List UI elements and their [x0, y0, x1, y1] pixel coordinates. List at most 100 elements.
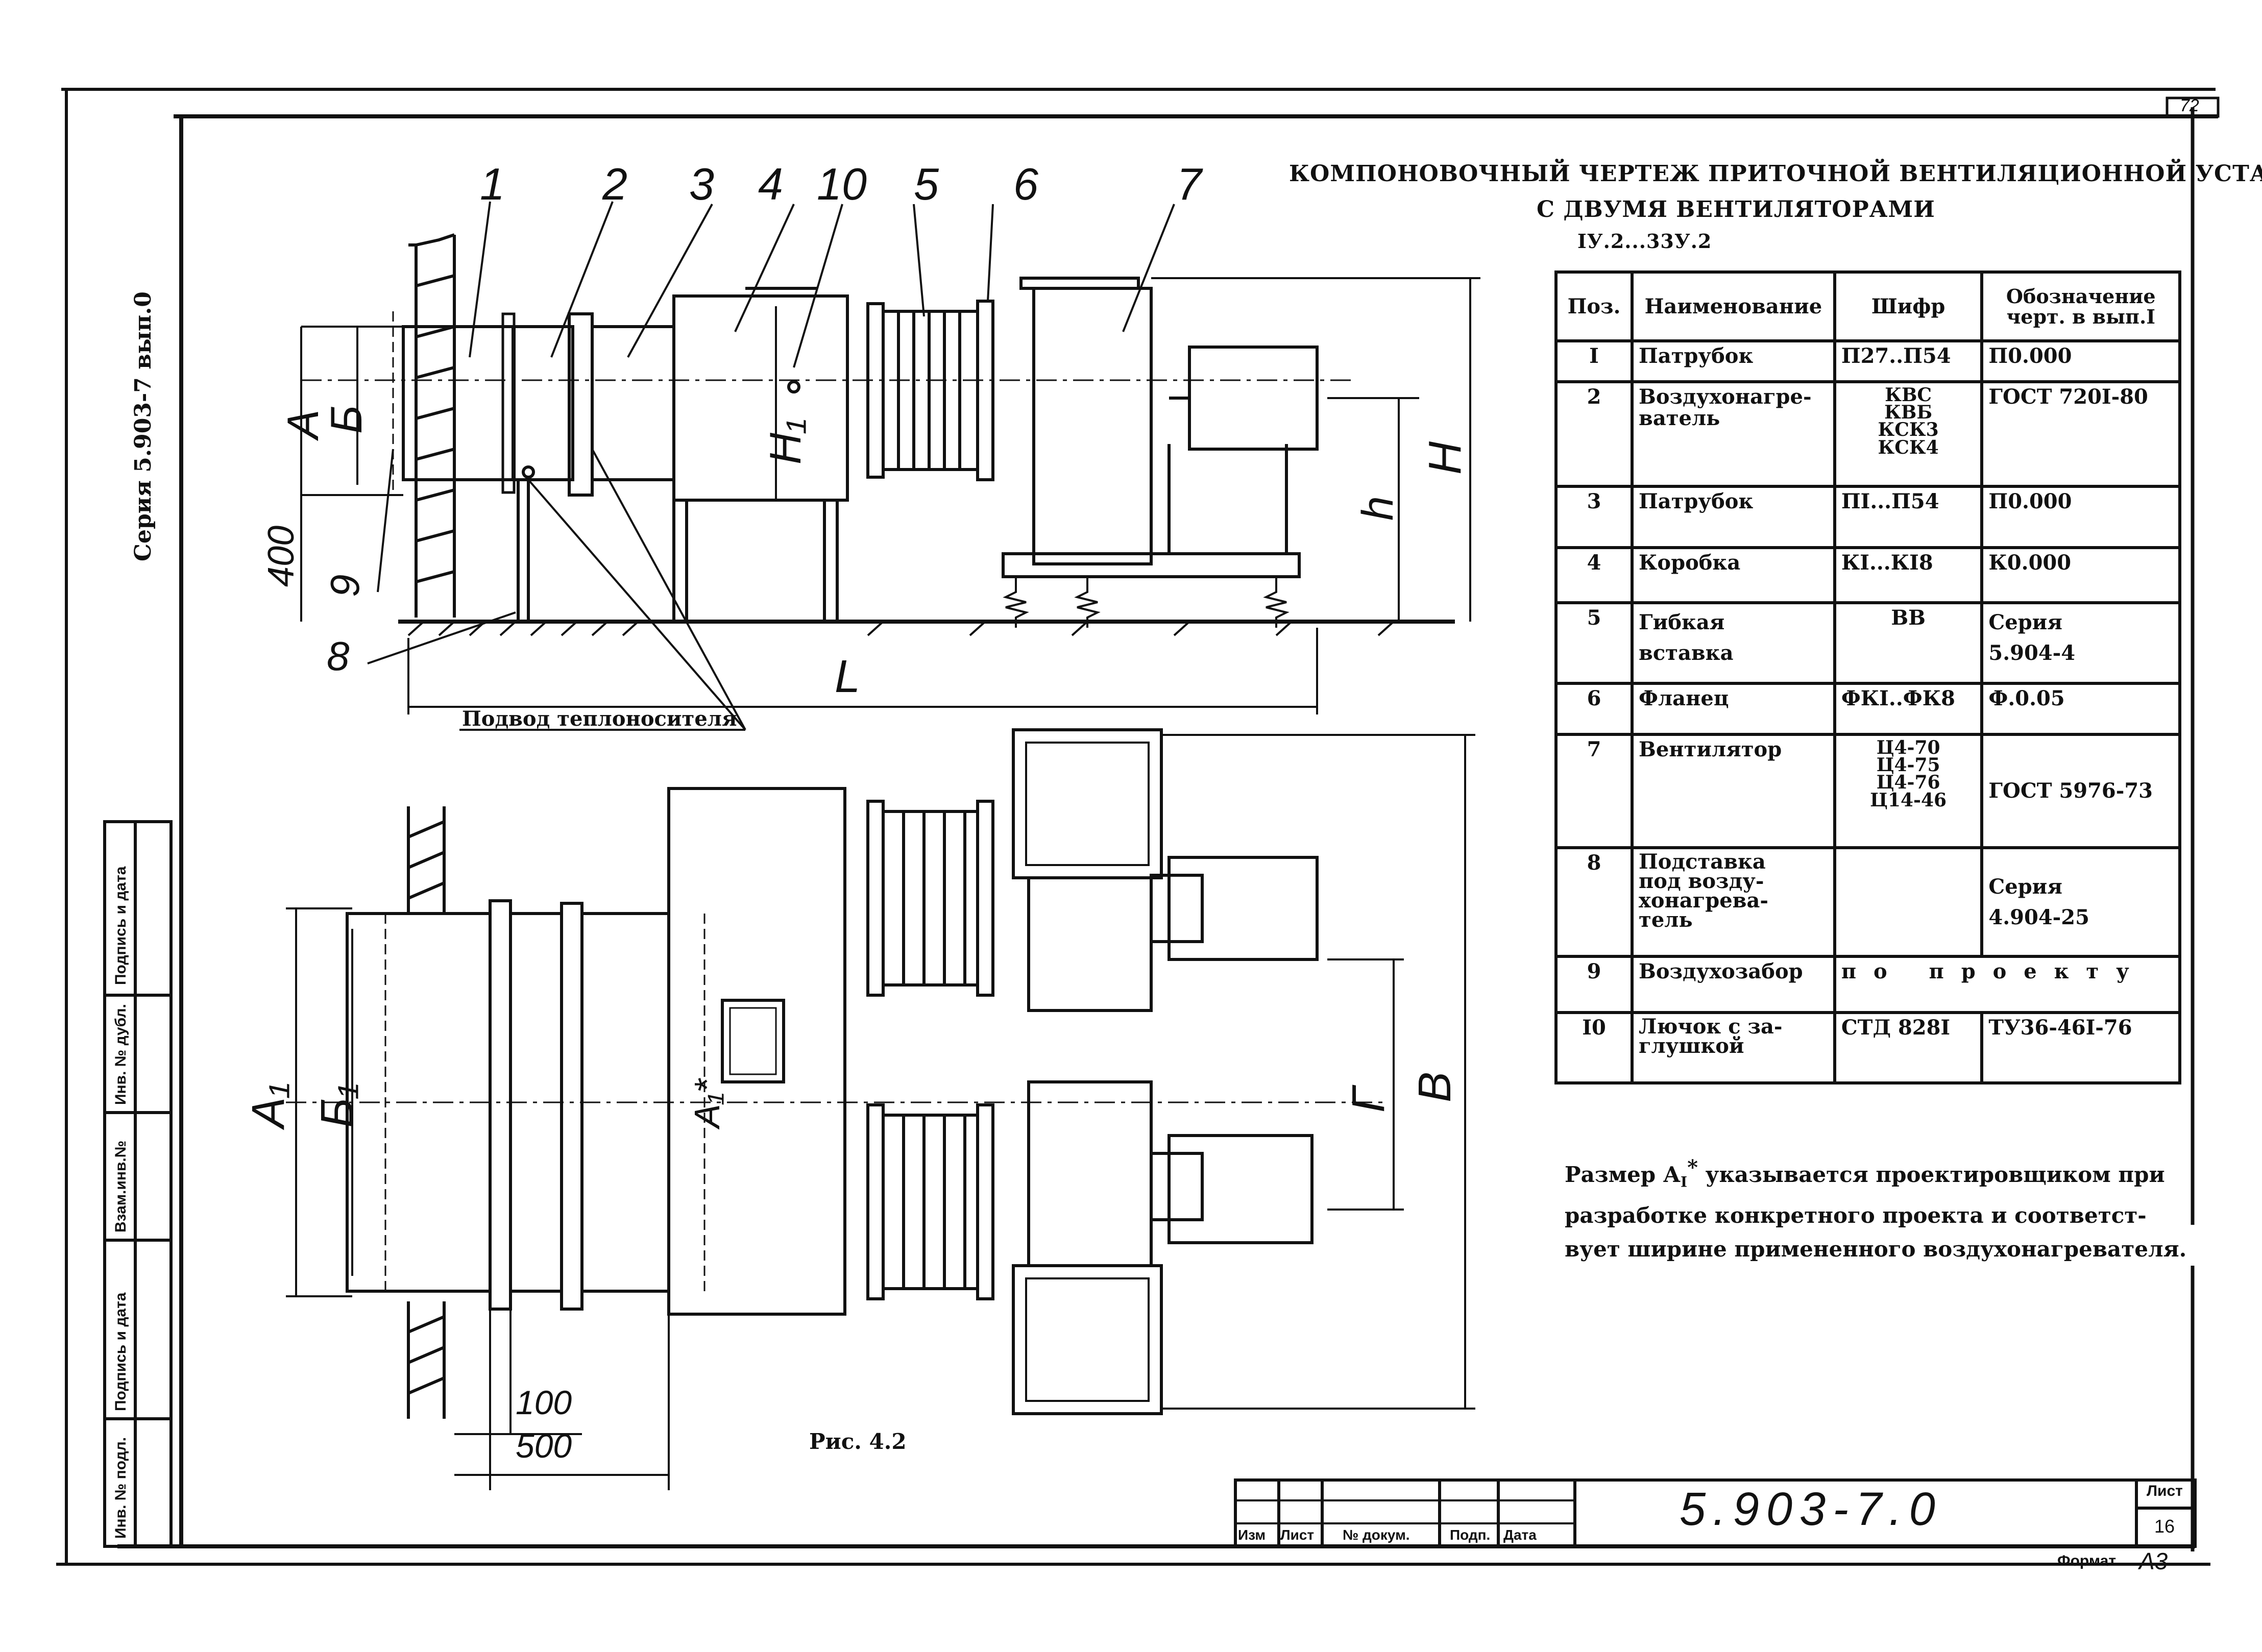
- row-designation: К0.000: [1980, 546, 2181, 604]
- dim-B1: Б₁: [312, 1083, 363, 1128]
- row-designation: П0.000: [1980, 339, 2181, 383]
- row-name: Гибкая вставка: [1631, 601, 1836, 685]
- table-row: I0 Лючок с за- глушкой СТД 828I ТУ36-46I…: [1554, 1011, 2181, 1084]
- title-block-frame: [1234, 1478, 2197, 1548]
- table-row: I Патрубок П27..П54 П0.000: [1554, 339, 2181, 383]
- callout-9: 9: [322, 574, 368, 598]
- row-code: П27..П54: [1833, 339, 1984, 383]
- row-code: ВВ: [1833, 601, 1984, 685]
- table-row: 4 Коробка КI...КI8 К0.000: [1554, 546, 2181, 604]
- table-row: 5 Гибкая вставка ВВ Серия 5.904-4: [1554, 601, 2181, 685]
- row-pos: 4: [1554, 546, 1634, 604]
- dimension-lines-plan: [286, 734, 1475, 1490]
- tb-col-sheet: Лист: [1280, 1527, 1315, 1543]
- corner-sheet-number: 72: [2180, 96, 2199, 115]
- drawing-title-line-3: IУ.2...33У.2: [1577, 230, 1712, 253]
- table-row: 6 Фланец ФКI..ФК8 Ф.0.05: [1554, 682, 2181, 736]
- row-designation: Серия 4.904-25: [1980, 846, 2181, 958]
- row-pos: 6: [1554, 682, 1634, 736]
- item-2-heater: [513, 312, 594, 622]
- plan-box: [667, 787, 846, 1316]
- figure-caption: Рис. 4.2: [809, 1429, 907, 1454]
- row-pos: 2: [1554, 380, 1634, 488]
- row-name: Воздухонагре-ватель: [1631, 380, 1836, 488]
- note-line-1-prefix: Размер А: [1565, 1162, 1681, 1187]
- dim-L: L: [835, 651, 861, 702]
- row-designation: Ф.0.05: [1980, 682, 2181, 736]
- note-line-1-rest: указывается проектировщиком при: [1698, 1162, 2165, 1187]
- wall-plan: [407, 806, 446, 1419]
- plan-duct: [346, 899, 670, 1311]
- row-code: [1833, 846, 1984, 958]
- format-label: Формат: [2057, 1552, 2117, 1569]
- dim-V: В: [1409, 1071, 1461, 1102]
- plan-flexible-inserts: [866, 800, 994, 1300]
- dim-400: 400: [261, 525, 302, 587]
- heat-supply-label: Подвод теплоносителя: [462, 707, 737, 731]
- plan-view: [286, 728, 1475, 1490]
- row-code: ФКI..ФК8: [1833, 682, 1984, 736]
- dim-500: 500: [516, 1427, 572, 1465]
- header-name: Наименование: [1631, 270, 1836, 342]
- row-designation: П0.000: [1980, 485, 2181, 549]
- row-designation: ГОСТ 720I-80: [1980, 380, 2181, 488]
- dim-100: 100: [516, 1384, 572, 1421]
- table-row: 9 Воздухозабор п о п р о е к т у: [1554, 955, 2182, 1014]
- drawing-title-line-2: С ДВУМЯ ВЕНТИЛЯТОРАМИ: [1537, 196, 1935, 223]
- callout-7: 7: [1177, 159, 1202, 209]
- row-pos: 5: [1554, 601, 1634, 685]
- dim-h: h: [1353, 496, 1402, 521]
- table-row: 3 Патрубок ПI...П54 П0.000: [1554, 485, 2181, 549]
- table-row: 2 Воздухонагре-ватель КВС КВБ КСК3 КСК4 …: [1554, 380, 2181, 488]
- sheet-label: Лист: [2147, 1483, 2183, 1499]
- sheet-number: 16: [2154, 1516, 2175, 1537]
- tb-col-signature: Подп.: [1450, 1527, 1491, 1543]
- callout-8: 8: [327, 633, 350, 679]
- item-4-box: [672, 287, 849, 622]
- format-value: А3: [2139, 1548, 2168, 1574]
- note-line-1: Размер АI* указывается проектировщиком п…: [1565, 1151, 2187, 1199]
- header-pos: Поз.: [1554, 270, 1634, 342]
- callout-3: 3: [689, 159, 714, 209]
- row-pos: 9: [1554, 955, 1634, 1014]
- row-code-designation: п о п р о е к т у: [1833, 955, 2182, 1014]
- note-superscript: *: [1687, 1155, 1698, 1179]
- table-row: 8 Подставка под возду- хонагрева- тель С…: [1554, 846, 2181, 958]
- dim-A1: А₁: [243, 1082, 294, 1128]
- spec-table-header-row: Поз. Наименование Шифр Обозначение черт.…: [1554, 270, 2181, 342]
- note-line-2: разработке конкретного проекта и соответ…: [1565, 1203, 2147, 1228]
- row-name: Подставка под возду- хонагрева- тель: [1631, 846, 1836, 958]
- row-name: Вентилятор: [1631, 733, 1836, 849]
- callout-4: 4: [758, 159, 783, 209]
- plan-fans: [1012, 728, 1319, 1415]
- row-designation: ГОСТ 5976-73: [1980, 733, 2181, 849]
- row-code: СТД 828I: [1833, 1011, 1984, 1084]
- row-code: КВС КВБ КСК3 КСК4: [1833, 380, 1984, 488]
- dim-A1-star: А₁*: [687, 1078, 727, 1128]
- elevation-view: [300, 201, 1480, 731]
- dim-H: H: [1420, 441, 1471, 475]
- row-pos: 7: [1554, 733, 1634, 849]
- tb-col-change: Изм: [1238, 1527, 1266, 1543]
- note-text: Размер АI* указывается проектировщиком п…: [1565, 1151, 2187, 1266]
- row-name: Патрубок: [1631, 485, 1836, 549]
- row-designation: Серия 5.904-4: [1980, 601, 2181, 685]
- row-pos: I: [1554, 339, 1634, 383]
- callout-2: 2: [602, 159, 627, 209]
- note-line-3: вует ширине примененного воздухонагреват…: [1565, 1237, 2187, 1262]
- row-code: Ц4-70 Ц4-75 Ц4-76 Ц14-46: [1833, 733, 1984, 849]
- side-series-label: Серия 5.903-7 вып.0: [130, 291, 156, 561]
- stamp-replace-inv-no: Взам.инв.№: [112, 1140, 129, 1232]
- stamp-original-inv-no: Инв. № подл.: [112, 1437, 129, 1539]
- stamp-signature-date-bottom: Подпись и дата: [112, 1292, 129, 1411]
- drawing-title-line-1: КОМПОНОВОЧНЫЙ ЧЕРТЕЖ ПРИТОЧНОЙ ВЕНТИЛЯЦИ…: [1289, 161, 2262, 187]
- row-code: ПI...П54: [1833, 485, 1984, 549]
- callout-leaders: [367, 201, 1175, 664]
- row-pos: 3: [1554, 485, 1634, 549]
- row-name: Воздухозабор: [1631, 955, 1836, 1014]
- item-7-fan: [1002, 277, 1319, 628]
- callout-1: 1: [480, 159, 505, 209]
- callout-6: 6: [1013, 159, 1038, 209]
- row-name: Коробка: [1631, 546, 1836, 604]
